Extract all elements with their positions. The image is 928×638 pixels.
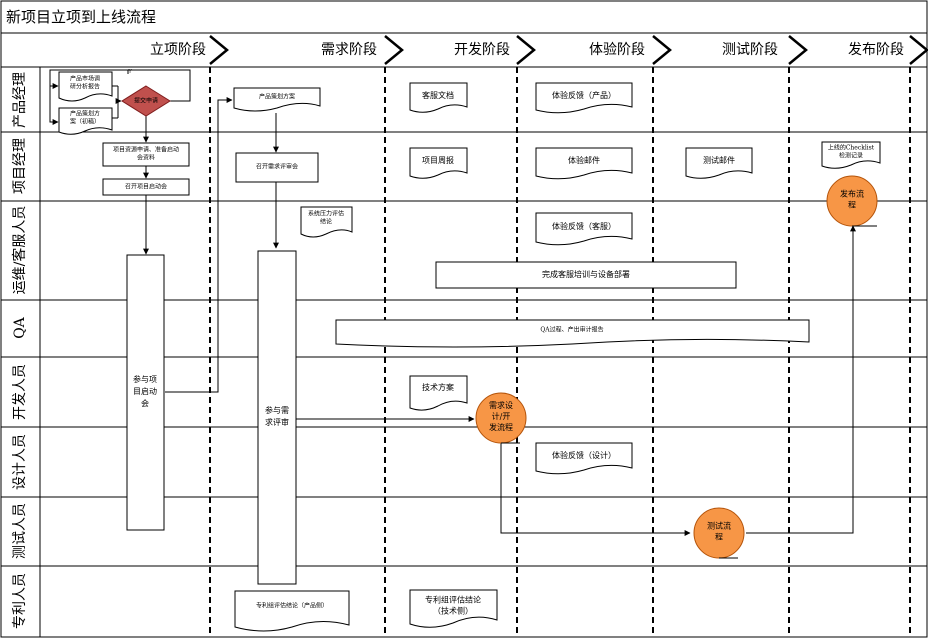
node-label-test-mail: 测试邮件 [703, 155, 735, 165]
node-label-cs-doc: 客服文档 [422, 90, 454, 100]
role-label-tester: 测试人员 [12, 503, 28, 559]
doc-plan-draft [58, 107, 113, 135]
node-label-patent-eval-tech: （技术侧） [433, 606, 473, 616]
doc-feedback-design [535, 442, 633, 475]
node-label-weekly-report: 项目周报 [422, 155, 454, 165]
node-label-connector-mark: Y [127, 69, 132, 75]
node-label-feedback-cs: 体验反馈（客服） [552, 221, 616, 231]
doc-tech-plan [409, 375, 468, 411]
process-join-req-review [257, 250, 297, 585]
node-label-market-report: 产品市场调 [70, 75, 100, 83]
phase-label-experience: 体验阶段 [589, 42, 645, 58]
phase-label-requirement: 需求阶段 [321, 42, 377, 58]
node-label-checklist: 检测记录 [839, 152, 863, 160]
node-label-dev-flow: 需求设 [489, 400, 513, 410]
node-label-plan-draft: 产品策划方 [70, 110, 100, 118]
doc-patent-tech [409, 589, 498, 628]
doc-patent-product [234, 590, 350, 632]
node-label-tech-plan: 技术方案 [422, 382, 454, 392]
node-label-feedback-product: 体验反馈（产品） [552, 90, 616, 100]
role-label-ops-support: 运维/客服人员 [11, 206, 28, 295]
doc-market-report [58, 71, 113, 102]
node-label-test-flow: 测试流 [707, 521, 731, 531]
doc-cs-doc [409, 82, 468, 113]
role-label-product-manager: 产品经理 [12, 72, 28, 128]
node-label-join-req-review: 求评审 [265, 417, 289, 427]
node-label-test-flow: 程 [715, 533, 723, 542]
decision-submit-request [121, 85, 171, 117]
role-label-patent: 专利人员 [12, 573, 28, 629]
node-label-patent-eval-tech: 专利组评估结论 [425, 595, 481, 605]
node-label-checklist: 上线的Checklist [828, 144, 875, 152]
doc-weekly-report [409, 147, 468, 179]
node-label-req-review-meeting: 召开需求评审会 [256, 163, 298, 171]
node-label-resource-apply: 会资料 [137, 154, 155, 162]
node-label-resource-apply: 项目资源申请、准备启动 [113, 146, 179, 154]
process-kickoff-meeting [102, 178, 190, 196]
node-label-join-kickoff: 参与项 [133, 374, 157, 384]
node-label-join-kickoff: 会 [141, 398, 149, 408]
node-label-release-flow: 程 [848, 201, 856, 210]
doc-checklist [821, 141, 881, 169]
process-join-kickoff [126, 254, 165, 531]
node-label-cs-training: 完成客服培训与设备部署 [542, 269, 630, 279]
node-label-exp-mail: 体验邮件 [568, 155, 600, 165]
process-cs-training [435, 261, 737, 289]
node-label-patent-eval-product: 专利组评估结论（产品侧） [256, 602, 328, 610]
diagram-title: 新项目立项到上线流程 [6, 8, 156, 26]
node-label-feedback-design: 体验反馈（设计） [552, 450, 616, 460]
role-label-designer: 设计人员 [12, 434, 28, 490]
node-label-dev-flow: 发流程 [489, 422, 513, 432]
process-resource-apply [102, 142, 190, 167]
node-label-product-plan: 产品策划方案 [259, 93, 295, 101]
node-label-kickoff-meeting: 召开项目启动会 [125, 183, 167, 191]
phase-label-testing: 测试阶段 [722, 42, 778, 58]
node-label-join-req-review: 参与需 [265, 405, 289, 415]
phase-label-development: 开发阶段 [454, 42, 510, 58]
process-req-review-meeting [235, 152, 319, 183]
role-label-qa: QA [12, 316, 28, 338]
doc-exp-mail [535, 147, 633, 180]
phase-label-initiation: 立项阶段 [150, 42, 206, 58]
phase-label-release: 发布阶段 [848, 42, 904, 58]
node-label-plan-draft: 案（初稿） [70, 118, 100, 126]
node-label-qa-process: QA过程、产出审计报告 [540, 326, 603, 334]
node-label-join-kickoff: 目启动 [133, 386, 157, 396]
node-label-release-flow: 发布流 [840, 189, 864, 199]
doc-product-plan [233, 87, 321, 112]
node-label-stress-eval: 系统压力评估 [308, 210, 344, 218]
node-label-market-report: 研分析报告 [70, 83, 100, 91]
doc-feedback-product [535, 82, 633, 114]
node-label-stress-eval: 结论 [320, 218, 332, 226]
doc-stress-eval [300, 206, 353, 238]
doc-test-mail [685, 147, 753, 179]
node-label-dev-flow: 计/开 [492, 411, 511, 421]
phase-header: 立项阶段 需求阶段 开发阶段 体验阶段 测试阶段 发布阶段 [1, 35, 928, 68]
doc-feedback-cs [535, 212, 633, 246]
role-label-project-manager: 项目经理 [12, 138, 28, 194]
doc-qa-process [335, 319, 810, 348]
role-label-developer: 开发人员 [12, 364, 28, 420]
node-label-submit-request: 提交申请 [134, 97, 158, 105]
